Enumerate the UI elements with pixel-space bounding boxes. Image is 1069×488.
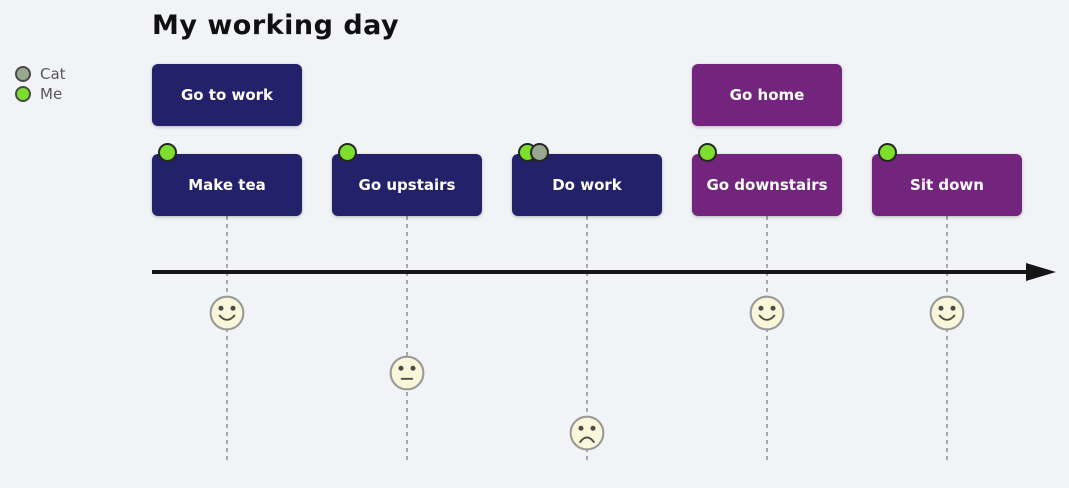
page-title: My working day — [152, 10, 400, 41]
mood-face-happy[interactable] — [748, 294, 786, 332]
mood-face-sad[interactable] — [568, 414, 606, 452]
owner-badge-me-icon — [338, 143, 357, 162]
drop-line — [226, 216, 228, 462]
drop-line — [946, 216, 948, 462]
task-card[interactable]: Go home — [692, 64, 842, 126]
task-label: Go home — [729, 86, 805, 104]
legend: Cat Me — [15, 64, 66, 104]
owner-badge-me-icon — [698, 143, 717, 162]
drop-line — [586, 216, 588, 462]
mood-face-happy[interactable] — [208, 294, 246, 332]
owner-badge-me-icon — [878, 143, 897, 162]
owner-badge-me-icon — [158, 143, 177, 162]
task-label: Go to work — [180, 86, 274, 104]
task-label: Make tea — [188, 176, 266, 194]
legend-label: Me — [40, 85, 63, 103]
timeline-axis-line — [152, 270, 1029, 274]
drop-line — [766, 216, 768, 462]
task-card[interactable]: Go to work — [152, 64, 302, 126]
task-label: Do work — [552, 176, 622, 194]
task-label: Sit down — [910, 176, 984, 194]
drop-line — [406, 216, 408, 462]
task-card[interactable]: Go downstairs — [692, 143, 842, 216]
legend-item-me: Me — [15, 84, 66, 104]
task-label: Go downstairs — [706, 176, 828, 194]
mood-face-happy[interactable] — [928, 294, 966, 332]
task-card[interactable]: Sit down — [872, 143, 1022, 216]
legend-item-cat: Cat — [15, 64, 66, 84]
task-card[interactable]: Do work — [512, 143, 662, 216]
mood-face-neutral[interactable] — [388, 354, 426, 392]
legend-label: Cat — [40, 65, 66, 83]
task-label: Go upstairs — [358, 176, 456, 194]
task-card[interactable]: Go upstairs — [332, 143, 482, 216]
task-card[interactable]: Make tea — [152, 143, 302, 216]
owner-badge-cat-icon — [530, 143, 549, 162]
timeline-axis-arrowhead — [1026, 263, 1056, 281]
legend-swatch-icon — [15, 66, 31, 82]
legend-swatch-icon — [15, 86, 31, 102]
